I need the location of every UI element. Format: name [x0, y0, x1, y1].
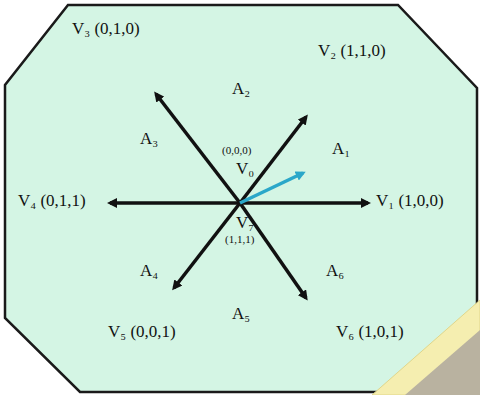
sector-label: A₅ — [232, 305, 250, 324]
sector-label: A₄ — [140, 262, 158, 281]
vector-v4 — [110, 201, 240, 205]
vector-label: V₃ (0,1,0) — [72, 20, 140, 39]
sector-label: A₆ — [326, 262, 344, 281]
state-code: (0,0,0) — [222, 144, 251, 156]
sector-label: A₁ — [332, 140, 350, 159]
photo-fragment-inner — [405, 330, 480, 395]
sector-label: A₂ — [232, 80, 250, 99]
vector-label: V₁ (1,0,0) — [376, 192, 444, 211]
hexagon-ground — [5, 5, 477, 392]
vector-label: V₆ (1,0,1) — [336, 323, 404, 342]
vector-label: V₂ (1,1,0) — [318, 42, 386, 61]
photo-fragment — [372, 300, 480, 395]
vector-label: V₇ — [236, 214, 254, 233]
vector-label: V₄ (0,1,1) — [18, 192, 86, 211]
vector-label: V₅ (0,0,1) — [108, 323, 176, 342]
vector-label: V₀ — [236, 160, 254, 179]
vector-v1 — [240, 201, 368, 205]
sector-label: A₃ — [140, 130, 158, 149]
vector-v5 — [174, 203, 240, 288]
state-code: (1,1,1) — [225, 233, 254, 245]
